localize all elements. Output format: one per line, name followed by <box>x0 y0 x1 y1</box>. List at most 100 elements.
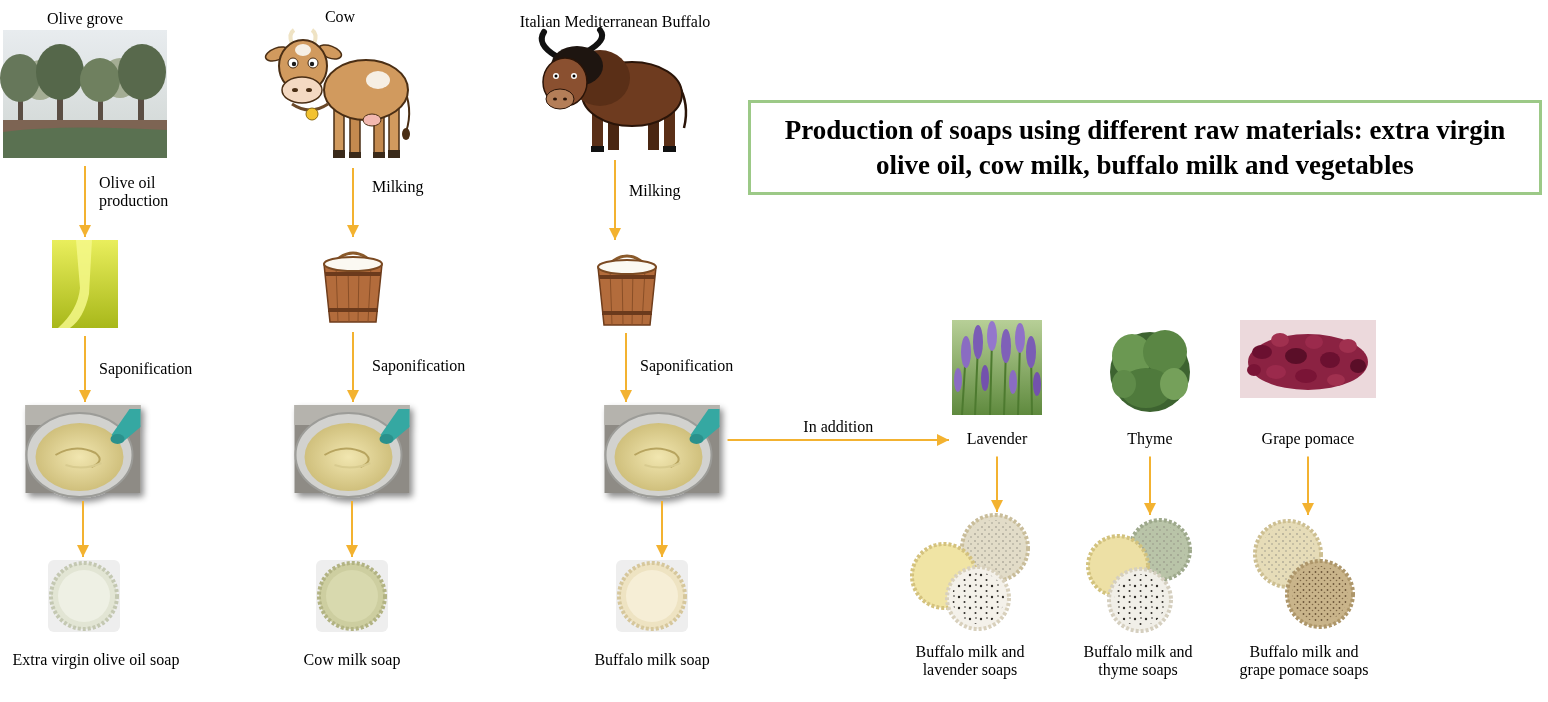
picture-node: Buffalo milk and grape pomace soaps <box>1231 518 1377 680</box>
picture-node: Cow <box>270 8 410 160</box>
caption: Buffalo milk and lavender soaps <box>905 643 1035 680</box>
flow-arrow <box>84 166 86 237</box>
lavender-picture-part <box>954 368 962 392</box>
lavender-picture-part <box>952 320 1042 415</box>
caption: Cow <box>270 8 410 26</box>
saponification-pot-picture <box>26 405 720 497</box>
cow-picture-part <box>306 108 318 120</box>
olive-grove-picture-part <box>3 120 167 158</box>
title: Production of soaps using different raw … <box>765 113 1525 182</box>
grape-pomace-picture-part <box>1339 339 1357 353</box>
grape-pomace-picture-part <box>1240 320 1376 398</box>
cow-picture-part <box>282 77 322 103</box>
soap-group-picture-part <box>1287 561 1353 627</box>
caption: Buffalo milk and grape pomace soaps <box>1234 643 1374 680</box>
picture-node: Buffalo milk and thyme soaps <box>1070 518 1206 680</box>
saponification-pot-picture-part <box>295 405 410 497</box>
lavender-picture-part <box>1015 323 1025 353</box>
caption: Grape pomace <box>1240 430 1376 448</box>
picture-node: Buffalo milk soap <box>591 560 712 669</box>
caption: Extra virgin olive oil soap <box>10 651 183 669</box>
lavender-picture-part <box>1009 370 1017 394</box>
cow-picture-part <box>333 150 345 158</box>
lavender-picture-part <box>973 325 983 359</box>
cow-picture-part <box>292 88 298 92</box>
soap-picture-part <box>619 563 685 629</box>
milk-bucket-picture-part <box>598 256 656 325</box>
soap-group-picture-part <box>952 572 1004 624</box>
arrow-label: Saponification <box>370 357 467 375</box>
picture-step <box>52 240 118 328</box>
picture-node: Buffalo milk and lavender soaps <box>902 515 1038 680</box>
picture-node: Cow milk soap <box>301 560 404 669</box>
buffalo-picture-part <box>553 73 559 79</box>
picture-node: Grape pomace <box>1240 320 1376 448</box>
olive-grove-picture-part <box>3 127 167 158</box>
olive-grove-picture-part <box>0 54 40 102</box>
olive-oil-picture-part <box>58 240 92 328</box>
picture-step <box>605 405 720 493</box>
soap-picture-part <box>58 570 110 622</box>
soap-picture-part <box>48 560 120 632</box>
soap-group-picture-part <box>1109 569 1171 631</box>
picture-step <box>318 240 388 324</box>
lavender-picture-part <box>961 336 971 368</box>
flow-arrow <box>625 333 627 402</box>
cow-picture-part <box>310 62 314 66</box>
flow-arrow <box>728 439 950 441</box>
picture-node: Extra virgin olive oil soap <box>10 560 183 669</box>
soap-picture-part <box>326 570 378 622</box>
milk-bucket-picture <box>324 253 656 325</box>
arrow-label: Saponification <box>97 360 194 378</box>
thyme-picture-part <box>1143 330 1187 374</box>
arrow-label: Milking <box>627 182 683 200</box>
lavender-picture-part <box>1033 372 1041 396</box>
cow-picture-part <box>288 58 298 68</box>
cow-picture-part <box>402 128 410 140</box>
picture-step <box>26 405 141 493</box>
flow-arrow <box>352 332 354 402</box>
picture-node: Lavender <box>952 320 1042 448</box>
buffalo-picture-part <box>563 98 567 101</box>
arrow-label: Olive oil production <box>97 174 191 211</box>
soap-group-picture <box>912 515 1353 631</box>
grape-pomace-picture-part <box>1247 364 1261 376</box>
cow-picture-part <box>349 152 361 158</box>
picture-node: Thyme <box>1110 325 1190 448</box>
buffalo-picture-part <box>546 89 574 109</box>
caption: Buffalo milk soap <box>591 651 712 669</box>
cow-picture-part <box>295 44 311 56</box>
thyme-picture-part <box>1112 370 1136 398</box>
flow-arrow <box>1149 456 1151 515</box>
caption: Lavender <box>952 430 1042 448</box>
olive-grove-picture <box>0 30 167 158</box>
flow-arrow <box>996 456 998 512</box>
cow-picture-part <box>308 58 318 68</box>
grape-pomace-picture-part <box>1320 352 1340 368</box>
flow-arrow <box>352 168 354 237</box>
grape-pomace-picture-part <box>1252 345 1272 359</box>
soap-picture-part <box>616 560 688 632</box>
flow-arrow <box>1307 456 1309 515</box>
buffalo-picture-part <box>591 146 604 152</box>
soap-group-picture-part <box>947 567 1009 629</box>
arrow-label: Saponification <box>638 357 735 375</box>
caption: Buffalo milk and thyme soaps <box>1073 643 1203 680</box>
soap-picture-part <box>626 570 678 622</box>
grape-pomace-picture-part <box>1350 359 1366 373</box>
olive-grove-picture-part <box>36 44 84 100</box>
soap-group-picture-part <box>1114 574 1166 626</box>
saponification-pot-picture-part <box>605 405 720 497</box>
buffalo-picture-part <box>663 146 676 152</box>
flow-arrow <box>661 501 663 557</box>
soap-picture <box>48 560 688 632</box>
arrow-label: In addition <box>801 418 875 436</box>
cow-picture-part <box>388 150 400 158</box>
buffalo-picture <box>542 30 686 152</box>
buffalo-picture-part <box>542 32 556 56</box>
picture-step <box>592 243 660 325</box>
buffalo-picture-part <box>553 98 557 101</box>
caption: Olive grove <box>3 10 167 28</box>
arrow-label: Milking <box>370 178 426 196</box>
